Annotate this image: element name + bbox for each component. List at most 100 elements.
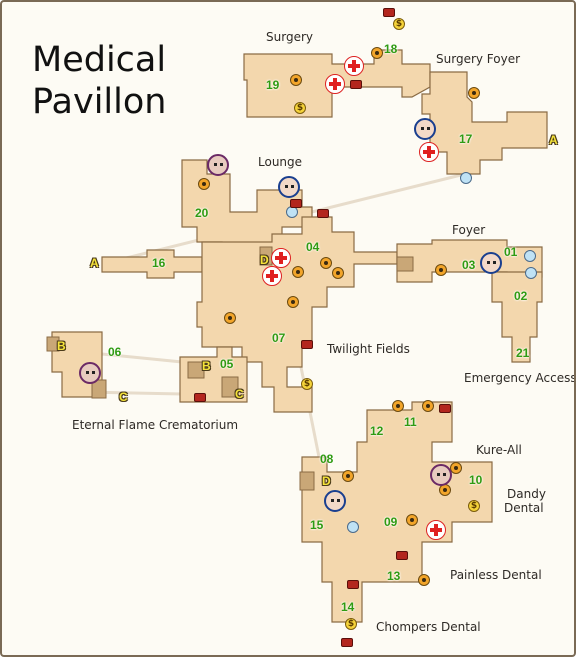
waypoint-09[interactable]: 09 (384, 515, 398, 529)
health-station-icon[interactable] (325, 74, 345, 94)
money-icon: $ (345, 618, 357, 630)
wall-block (396, 256, 414, 272)
wall-block (221, 376, 239, 398)
hazard-icon (406, 514, 418, 526)
clown-character-icon (324, 490, 346, 512)
health-station-icon[interactable] (344, 56, 364, 76)
connector-a-east[interactable]: A (549, 133, 558, 147)
supply-case-icon (301, 340, 313, 349)
waypoint-13[interactable]: 13 (387, 569, 401, 583)
clown-character-icon (278, 176, 300, 198)
wall-block (187, 361, 205, 379)
map-title-line1: Medical (32, 40, 167, 80)
waypoint-21[interactable]: 21 (516, 346, 530, 360)
supply-case-icon (383, 8, 395, 17)
money-icon: $ (301, 378, 313, 390)
money-icon: $ (393, 18, 405, 30)
label-kure-all: Kure-All (476, 443, 522, 457)
label-painless-dental: Painless Dental (450, 568, 542, 582)
waypoint-16[interactable]: 16 (152, 256, 166, 270)
waypoint-12[interactable]: 12 (370, 424, 384, 438)
waypoint-03[interactable]: 03 (462, 258, 476, 272)
hazard-icon (418, 574, 430, 586)
waypoint-01[interactable]: 01 (504, 245, 518, 259)
label-chompers-dental: Chompers Dental (376, 620, 481, 634)
waypoint-07[interactable]: 07 (272, 331, 286, 345)
clown-character-icon (414, 118, 436, 140)
supply-case-icon (396, 551, 408, 560)
health-station-icon[interactable] (262, 266, 282, 286)
hazard-icon (371, 47, 383, 59)
label-crematorium: Eternal Flame Crematorium (72, 418, 239, 432)
connector-c-east[interactable]: C (235, 387, 244, 401)
wall-block (91, 379, 107, 399)
label-dandy: Dandy (507, 487, 546, 501)
bubble-icon (525, 267, 537, 279)
doctor-character-icon (207, 154, 229, 176)
label-dandy-dental: Dental (504, 501, 544, 515)
waypoint-14[interactable]: 14 (341, 600, 355, 614)
connector-a-west[interactable]: A (90, 256, 99, 270)
room-lounge (181, 159, 313, 253)
hazard-icon (468, 87, 480, 99)
waypoint-15[interactable]: 15 (310, 518, 324, 532)
health-station-icon[interactable] (271, 248, 291, 268)
hazard-icon (332, 267, 344, 279)
label-twilight-fields: Twilight Fields (327, 342, 410, 356)
room-emergency-access (491, 271, 543, 363)
health-station-icon[interactable] (419, 142, 439, 162)
waypoint-02[interactable]: 02 (514, 289, 528, 303)
room-surgery-foyer (421, 71, 548, 175)
hazard-icon (287, 296, 299, 308)
connector-b-west[interactable]: B (57, 339, 66, 353)
supply-case-icon (290, 199, 302, 208)
waypoint-04[interactable]: 04 (306, 240, 320, 254)
bubble-icon (347, 521, 359, 533)
label-lounge: Lounge (258, 155, 303, 169)
waypoint-18[interactable]: 18 (384, 42, 398, 56)
room-south-block (301, 401, 493, 623)
supply-case-icon (347, 580, 359, 589)
supply-case-icon (439, 404, 451, 413)
hazard-icon (198, 178, 210, 190)
waypoint-20[interactable]: 20 (195, 206, 209, 220)
connector-d-north[interactable]: D (260, 253, 269, 267)
supply-case-icon (350, 80, 362, 89)
connector-d-south[interactable]: D (322, 474, 331, 488)
clown-character-icon (480, 252, 502, 274)
connector-c-west[interactable]: C (119, 390, 128, 404)
hazard-icon (342, 470, 354, 482)
supply-case-icon (194, 393, 206, 402)
label-foyer: Foyer (452, 223, 486, 237)
hazard-icon (392, 400, 404, 412)
bubble-icon (460, 172, 472, 184)
wall-block (46, 336, 60, 352)
wall-block (299, 471, 315, 491)
label-surgery-foyer: Surgery Foyer (436, 52, 521, 66)
money-icon: $ (294, 102, 306, 114)
money-icon: $ (468, 500, 480, 512)
doctor-character-icon (430, 464, 452, 486)
health-station-icon[interactable] (426, 520, 446, 540)
waypoint-17[interactable]: 17 (459, 132, 473, 146)
hazard-icon (435, 264, 447, 276)
waypoint-08[interactable]: 08 (320, 452, 334, 466)
map-title-line2: Pavillon (32, 82, 167, 122)
waypoint-19[interactable]: 19 (266, 78, 280, 92)
waypoint-05[interactable]: 05 (220, 357, 234, 371)
supply-case-icon (341, 638, 353, 647)
hazard-icon (320, 257, 332, 269)
waypoint-10[interactable]: 10 (469, 473, 483, 487)
supply-case-icon (317, 209, 329, 218)
waypoint-06[interactable]: 06 (108, 345, 122, 359)
waypoint-11[interactable]: 11 (404, 415, 417, 429)
bubble-icon (524, 250, 536, 262)
hazard-icon (439, 484, 451, 496)
doctor-character-icon (79, 362, 101, 384)
hazard-icon (292, 266, 304, 278)
hazard-icon (290, 74, 302, 86)
label-surgery: Surgery (266, 30, 313, 44)
label-emergency-access: Emergency Access (464, 371, 576, 385)
connector-b-east[interactable]: B (202, 359, 211, 373)
